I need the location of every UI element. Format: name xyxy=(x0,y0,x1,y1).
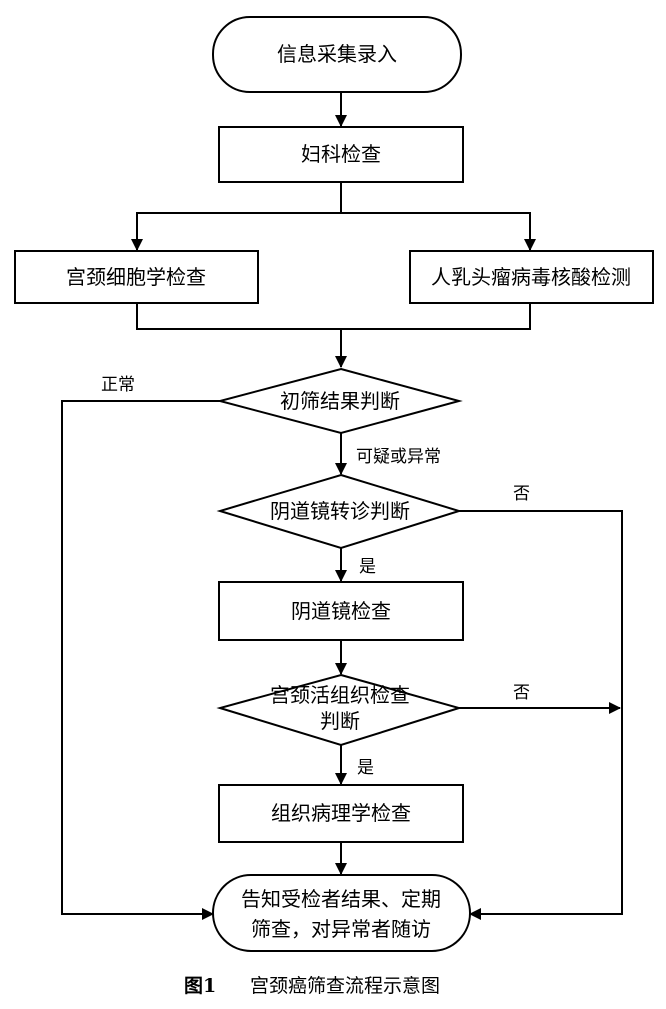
split-line-gyn xyxy=(131,182,342,251)
node-pathology-label: 组织病理学检查 xyxy=(271,801,411,825)
node-biopsy-decision-label-line2: 判断 xyxy=(320,709,360,733)
connectors xyxy=(61,92,623,920)
node-cytology: 宫颈细胞学检查 xyxy=(14,250,259,304)
decision-diamond xyxy=(216,473,463,550)
process-box xyxy=(218,581,464,641)
decision-diamond xyxy=(216,673,463,747)
split-line-gyn-right xyxy=(341,212,536,251)
caption-text: 宫颈癌筛查流程示意图 xyxy=(250,975,440,997)
edge-label-no-referral: 否 xyxy=(513,484,530,504)
node-notify: 告知受检者结果、定期 筛查，对异常者随访 xyxy=(212,874,471,952)
edge-label-no-biopsy: 否 xyxy=(513,683,530,703)
node-notify-label-line1: 告知受检者结果、定期 xyxy=(241,887,441,911)
line-screen-normal xyxy=(61,400,220,920)
node-info-entry: 信息采集录入 xyxy=(212,16,462,93)
node-hpv-test-label: 人乳头瘤病毒核酸检测 xyxy=(431,265,631,289)
node-colposcopy-referral: 阴道镜转诊判断 xyxy=(216,473,463,550)
process-box xyxy=(409,250,654,304)
terminator-shape xyxy=(212,874,471,952)
node-gyn-exam-label: 妇科检查 xyxy=(301,142,381,166)
node-colposcopy-exam-label: 阴道镜检查 xyxy=(291,599,391,623)
node-gyn-exam: 妇科检查 xyxy=(218,126,464,183)
edge-label-yes-biopsy: 是 xyxy=(357,758,374,778)
caption-number: 图1 xyxy=(184,975,216,997)
process-box xyxy=(218,126,464,183)
node-initial-screen-label: 初筛结果判断 xyxy=(280,389,400,413)
node-colposcopy-exam: 阴道镜检查 xyxy=(218,581,464,641)
node-biopsy-decision: 宫颈活组织检查 判断 xyxy=(216,673,463,747)
node-hpv-test: 人乳头瘤病毒核酸检测 xyxy=(409,250,654,304)
process-box xyxy=(14,250,259,304)
figure-caption: 图1 宫颈癌筛查流程示意图 xyxy=(184,975,440,997)
decision-diamond xyxy=(216,367,463,435)
edge-label-normal: 正常 xyxy=(101,375,135,395)
terminator-shape xyxy=(212,16,462,93)
node-cytology-label: 宫颈细胞学检查 xyxy=(66,265,206,289)
line-referral-no xyxy=(459,510,623,920)
node-pathology: 组织病理学检查 xyxy=(218,784,464,843)
node-biopsy-decision-label-line1: 宫颈活组织检查 xyxy=(270,683,410,707)
node-colposcopy-referral-label: 阴道镜转诊判断 xyxy=(270,499,410,523)
node-initial-screen: 初筛结果判断 xyxy=(216,367,463,435)
edge-label-suspicious: 可疑或异常 xyxy=(356,447,441,467)
node-notify-label-line2: 筛查，对异常者随访 xyxy=(251,917,431,941)
process-box xyxy=(218,784,464,843)
merge-line-tests xyxy=(136,303,531,330)
node-info-entry-label: 信息采集录入 xyxy=(277,42,397,66)
edge-label-yes-referral: 是 xyxy=(359,557,376,577)
